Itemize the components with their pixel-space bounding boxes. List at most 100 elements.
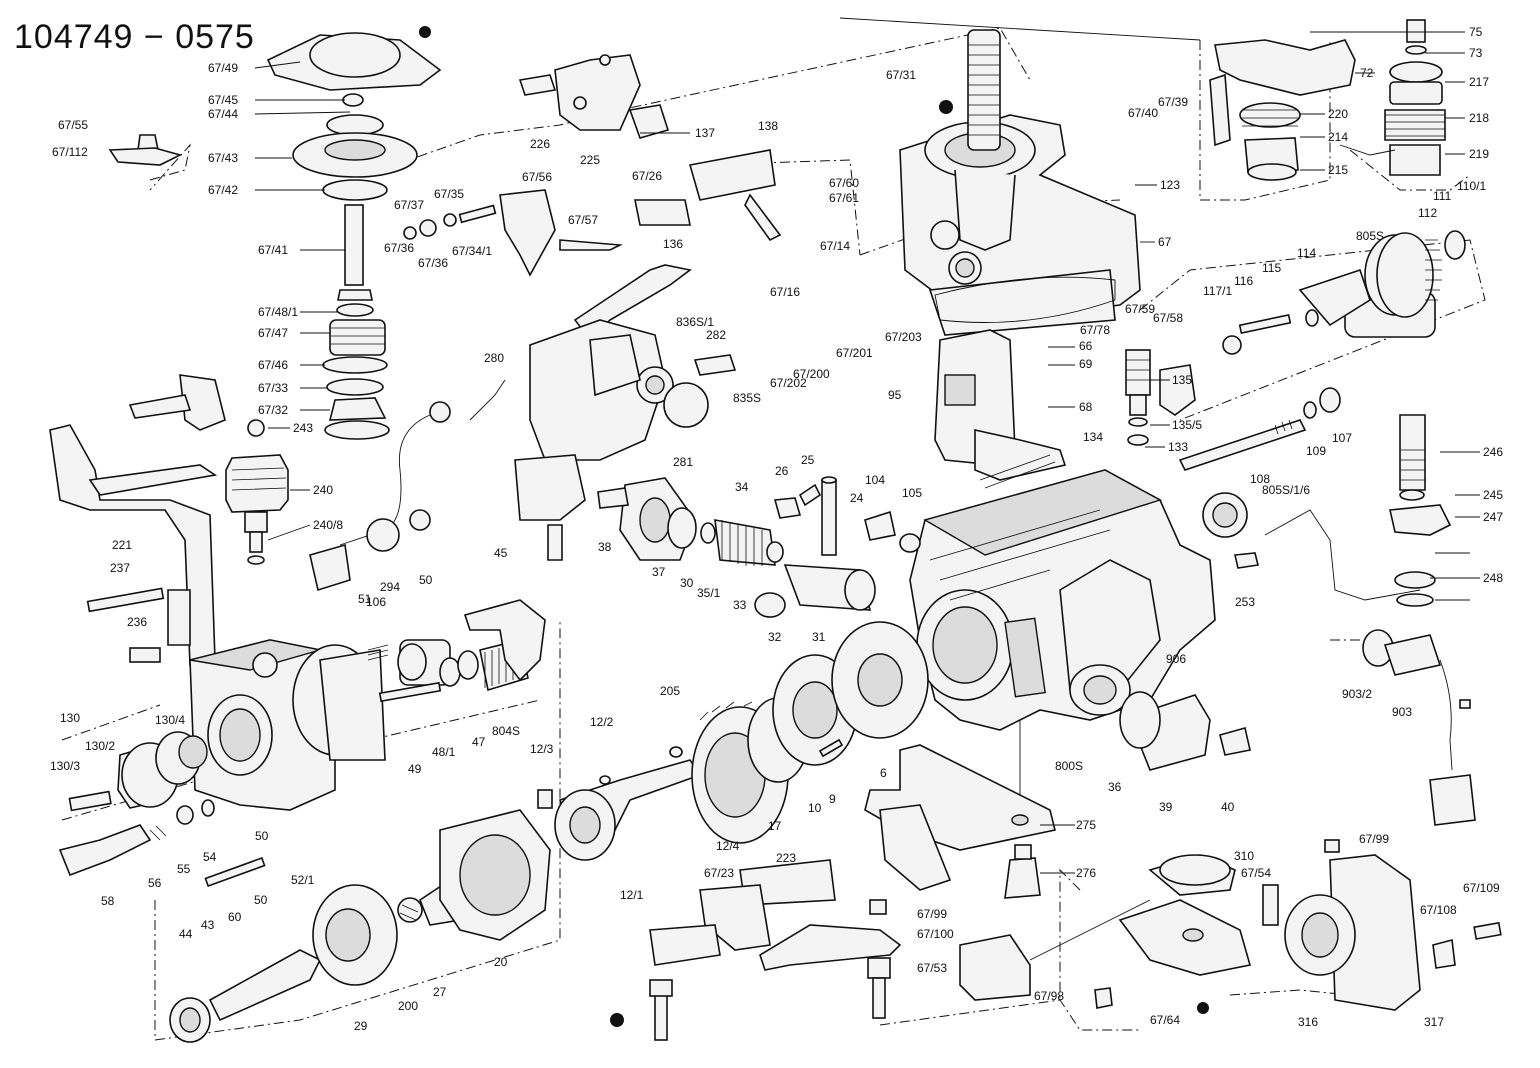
part-label: 67/64 <box>1150 1013 1180 1027</box>
part-label: 215 <box>1328 163 1348 177</box>
part-label: 135 <box>1172 373 1192 387</box>
diaphragm-stack <box>108 32 442 440</box>
part-label: 214 <box>1328 130 1348 144</box>
part-label: 67/23 <box>704 866 734 880</box>
part-label: 109 <box>1306 444 1326 458</box>
part-label: 903 <box>1392 705 1412 719</box>
sensor-240 <box>225 419 289 565</box>
part-label: 67/16 <box>770 285 800 299</box>
part-label: 67/78 <box>1080 323 1110 337</box>
part-label: 243 <box>293 421 313 435</box>
part-label: 134 <box>1083 430 1103 444</box>
part-label: 135/5 <box>1172 418 1202 432</box>
part-label: 67/200 <box>793 367 830 381</box>
part-label: 835S <box>733 391 761 405</box>
part-label: 30 <box>680 576 694 590</box>
part-label: 29 <box>354 1019 368 1033</box>
part-label: 906 <box>1166 652 1186 666</box>
part-label: 31 <box>812 630 826 644</box>
spring-assembly-top-right <box>1209 19 1446 181</box>
part-label: 67/39 <box>1158 95 1188 109</box>
part-label: 34 <box>735 480 749 494</box>
governor-cover <box>899 114 1141 336</box>
part-label: 130/3 <box>50 759 80 773</box>
part-label: 39 <box>1159 800 1173 814</box>
part-label: 36 <box>1108 780 1122 794</box>
part-label: 133 <box>1168 440 1188 454</box>
return-pipe-294 <box>309 379 506 592</box>
part-label: 67/61 <box>829 191 859 205</box>
part-label: 68 <box>1079 400 1093 414</box>
part-label: 105 <box>902 486 922 500</box>
part-label: 67/60 <box>829 176 859 190</box>
part-label: 50 <box>419 573 433 587</box>
part-label: 108 <box>1250 472 1270 486</box>
bellows-67-31 <box>967 29 1001 151</box>
part-label: 903/2 <box>1342 687 1372 701</box>
part-label: 805S/1/6 <box>1262 483 1310 497</box>
part-label: 44 <box>179 927 193 941</box>
part-label: 67/202 <box>770 376 807 390</box>
part-label: 37 <box>652 565 666 579</box>
part-label: 6 <box>880 766 887 780</box>
pin-parts <box>773 476 921 556</box>
part-label: 67/46 <box>258 358 288 372</box>
part-label: 38 <box>598 540 612 554</box>
bottom-right-parts <box>1094 839 1502 1011</box>
valve-130-assembly <box>58 731 266 888</box>
part-label: 67/53 <box>917 961 947 975</box>
part-label: 67/36 <box>418 256 448 270</box>
part-label: 67/99 <box>917 907 947 921</box>
part-label: 67/33 <box>258 381 288 395</box>
part-label: 49 <box>408 762 422 776</box>
part-label: 20 <box>494 955 508 969</box>
part-label: 24 <box>850 491 864 505</box>
part-label: 67 <box>1158 235 1172 249</box>
part-label: 67/40 <box>1128 106 1158 120</box>
part-label: 240 <box>313 483 333 497</box>
part-label: 12/2 <box>590 715 614 729</box>
part-label: 33 <box>733 598 747 612</box>
part-label: 200 <box>398 999 418 1013</box>
part-label: 246 <box>1483 445 1503 459</box>
part-label: 67/59 <box>1125 302 1155 316</box>
cover-plate-39 <box>1119 691 1251 771</box>
marker-dot <box>419 26 431 38</box>
part-label: 45 <box>494 546 508 560</box>
part-label: 137 <box>695 126 715 140</box>
bottom-center-parts <box>649 859 1151 1041</box>
part-label: 67/108 <box>1420 903 1457 917</box>
part-label: 280 <box>484 351 504 365</box>
part-label: 73 <box>1469 46 1483 60</box>
part-label: 47 <box>472 735 486 749</box>
part-label: 67/37 <box>394 198 424 212</box>
part-label: 56 <box>148 876 162 890</box>
part-label: 237 <box>110 561 130 575</box>
part-label: 67/41 <box>258 243 288 257</box>
part-label: 12/4 <box>716 839 740 853</box>
part-label: 223 <box>776 851 796 865</box>
leader-lines <box>254 17 1480 874</box>
part-label: 12/3 <box>530 742 554 756</box>
part-label: 114 <box>1297 246 1316 260</box>
part-label: 67/49 <box>208 61 238 75</box>
part-label: 217 <box>1469 75 1489 89</box>
marker-dot <box>939 100 953 114</box>
part-label: 805S <box>1356 229 1384 243</box>
part-label: 67/36 <box>384 241 414 255</box>
part-label: 10 <box>808 801 822 815</box>
part-label: 67/57 <box>568 213 598 227</box>
part-label: 17 <box>768 819 782 833</box>
part-label: 317 <box>1424 1015 1444 1029</box>
part-label: 310 <box>1234 849 1254 863</box>
part-label: 26 <box>775 464 789 478</box>
part-label: 247 <box>1483 510 1503 524</box>
distributor-head <box>189 639 386 811</box>
part-label: 800S <box>1055 759 1083 773</box>
part-label: 40 <box>1221 800 1235 814</box>
part-label: 282 <box>706 328 726 342</box>
cam-shaft-assembly <box>537 621 929 861</box>
part-label: 67/48/1 <box>258 305 298 319</box>
part-label: 115 <box>1262 261 1281 275</box>
